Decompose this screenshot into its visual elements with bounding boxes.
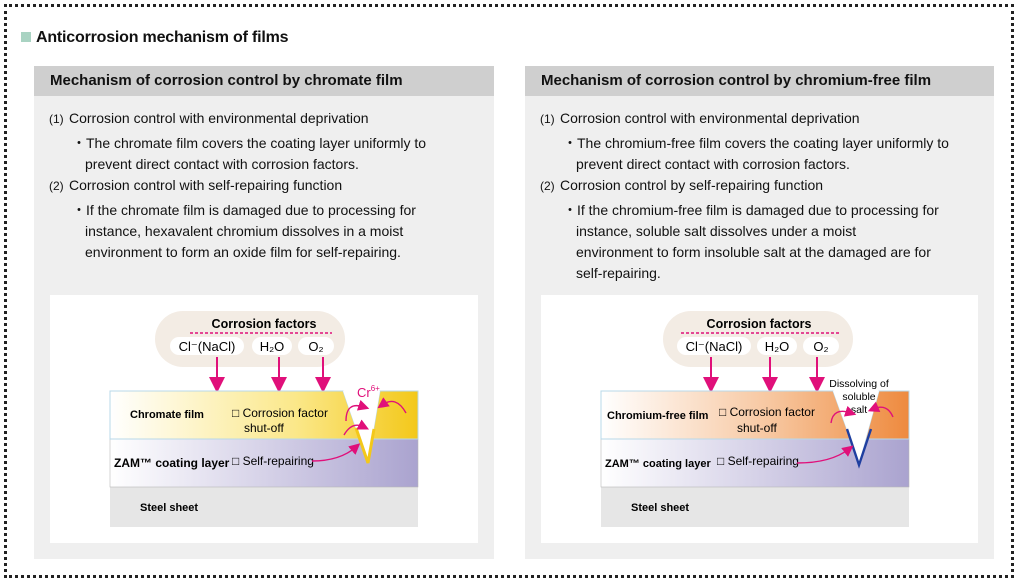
- curved-arrow-left-top: [345, 399, 370, 422]
- factor-h2o: H₂O: [260, 339, 285, 354]
- curved-arrow-left-bottom: [343, 419, 370, 436]
- factor-h2o: H₂O: [765, 339, 790, 354]
- item2-line2: instance, hexavalent chromium dissolves …: [85, 223, 404, 239]
- chromate-panel-header: Mechanism of corrosion control by chroma…: [34, 66, 494, 96]
- factor-o2: O₂: [813, 339, 828, 354]
- item1-number: (1): [49, 112, 64, 126]
- chromium-free-diagram-svg: Corrosion factors Cl⁻(NaCl) H₂O O₂ Disso…: [600, 311, 910, 527]
- chromate-diagram: Corrosion factors Cl⁻(NaCl) H₂O O₂ Cr6+: [50, 295, 478, 543]
- item1-title: Corrosion control with environmental dep…: [69, 110, 369, 126]
- curved-arrow-right: [867, 401, 894, 418]
- item2-title: Corrosion control with self-repairing fu…: [69, 177, 343, 193]
- zam-coating-label: ZAM™ coating layer: [114, 456, 230, 470]
- item2-number: (2): [49, 179, 64, 193]
- factor-chip-o2: [298, 337, 334, 355]
- self-repair-arrow: [796, 445, 854, 464]
- page-title: Anticorrosion mechanism of films: [36, 29, 289, 46]
- factor-chip-cl: [170, 337, 244, 355]
- chromate-diagram-svg: Corrosion factors Cl⁻(NaCl) H₂O O₂ Cr6+: [109, 311, 419, 527]
- item1-title: Corrosion control with environmental dep…: [560, 110, 860, 126]
- factor-chip-o2: [803, 337, 839, 355]
- item2-line1: ・If the chromium-free film is damaged du…: [563, 202, 939, 218]
- factors-title: Corrosion factors: [707, 317, 812, 331]
- item1-line1: ・The chromium-free film covers the coati…: [563, 135, 949, 151]
- shutoff-label-1: □ Corrosion factor: [719, 405, 815, 419]
- chromate-film-label: Chromate film: [130, 409, 204, 421]
- dissolve-label-1: Dissolving of: [829, 378, 889, 390]
- chromium-free-film-layer: [600, 390, 910, 465]
- shutoff-label-1: □ Corrosion factor: [232, 406, 328, 420]
- cr-label: Cr6+: [357, 384, 380, 400]
- item2-line3: environment to form an oxide film for se…: [85, 244, 401, 260]
- factors-title: Corrosion factors: [212, 317, 317, 331]
- curved-arrow-left: [830, 405, 857, 424]
- zam-coating-label: ZAM™ coating layer: [605, 458, 711, 470]
- title-bullet-square: [21, 32, 31, 42]
- steel-sheet-layer: [110, 487, 418, 527]
- item2-title: Corrosion control by self-repairing func…: [560, 177, 824, 193]
- self-repairing-label: □ Self-repairing: [717, 454, 799, 468]
- item2-line3: environment to form insoluble salt at th…: [576, 244, 931, 260]
- chromate-film-layer: [109, 390, 419, 464]
- chromium-free-panel: Mechanism of corrosion control by chromi…: [525, 66, 994, 559]
- item1-line2: prevent direct contact with corrosion fa…: [85, 156, 359, 172]
- item2-line2: instance, soluble salt dissolves under a…: [576, 223, 857, 239]
- item2-line1: ・If the chromate film is damaged due to …: [72, 202, 416, 218]
- self-repairing-label: □ Self-repairing: [232, 454, 314, 468]
- factor-chip-h2o: [757, 337, 797, 355]
- item1-line2: prevent direct contact with corrosion fa…: [576, 156, 850, 172]
- crack-repair-line: [354, 427, 376, 464]
- factor-cl: Cl⁻(NaCl): [179, 339, 236, 354]
- chromium-free-film-label: Chromium-free film: [607, 410, 709, 422]
- factor-chip-cl: [677, 337, 751, 355]
- chromium-free-panel-header: Mechanism of corrosion control by chromi…: [525, 66, 994, 96]
- curved-arrow-right-top: [377, 397, 407, 414]
- factor-cl: Cl⁻(NaCl): [686, 339, 743, 354]
- crack-insoluble-salt-line: [845, 428, 873, 469]
- chromate-panel: Mechanism of corrosion control by chroma…: [34, 66, 494, 559]
- steel-sheet-label: Steel sheet: [631, 502, 689, 514]
- steel-sheet-label: Steel sheet: [140, 502, 198, 514]
- chromium-free-diagram: Corrosion factors Cl⁻(NaCl) H₂O O₂ Disso…: [541, 295, 978, 543]
- factor-chip-h2o: [252, 337, 292, 355]
- self-repair-arrow: [311, 443, 361, 462]
- factor-o2: O₂: [308, 339, 323, 354]
- dissolve-label-3: salt: [851, 404, 867, 416]
- steel-sheet-layer: [601, 487, 909, 527]
- shutoff-label-2: shut-off: [244, 421, 284, 435]
- dissolve-label-2: soluble: [842, 391, 875, 403]
- item1-line1: ・The chromate film covers the coating la…: [72, 135, 427, 151]
- item2-number: (2): [540, 179, 555, 193]
- shutoff-label-2: shut-off: [737, 421, 777, 435]
- item1-number: (1): [540, 112, 555, 126]
- item2-line4: self-repairing.: [576, 265, 661, 281]
- dotted-frame: [4, 4, 1014, 578]
